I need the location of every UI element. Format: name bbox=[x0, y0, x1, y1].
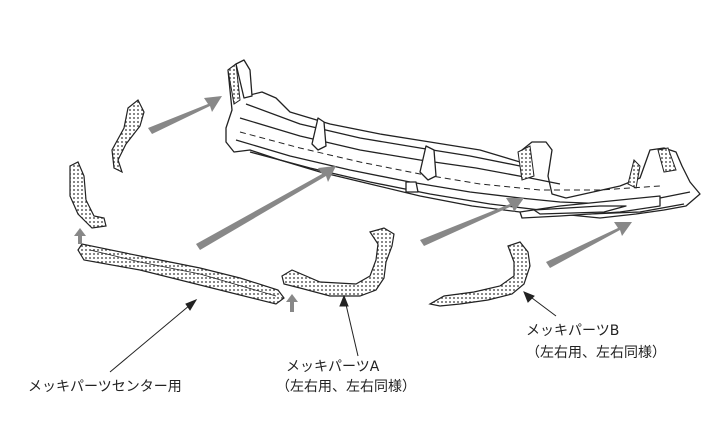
upper-left-chrome-piece bbox=[111, 99, 145, 174]
chrome-part-b bbox=[428, 241, 531, 307]
arrow-6 bbox=[286, 294, 298, 312]
label-chrome-part-a-note: （左右用、左右同様） bbox=[276, 379, 416, 395]
bumper-chrome-accents bbox=[227, 63, 677, 189]
label-center-chrome-part: メッキパーツセンター用 bbox=[28, 379, 182, 395]
arrow-1 bbox=[148, 96, 222, 134]
installation-arrows bbox=[74, 96, 632, 312]
chrome-part-a bbox=[281, 227, 395, 297]
arrow-4 bbox=[546, 222, 632, 268]
label-chrome-part-a: メッキパーツA bbox=[286, 359, 380, 375]
arrow-2 bbox=[196, 166, 336, 250]
center-chrome-strip bbox=[77, 243, 285, 305]
left-vertical-chrome-piece bbox=[69, 161, 107, 229]
leader-lines bbox=[109, 291, 557, 373]
front-bumper-body bbox=[225, 59, 701, 219]
label-chrome-part-b-note: （左右用、左右同様） bbox=[526, 345, 666, 361]
arrow-3 bbox=[420, 198, 524, 246]
label-chrome-part-b: メッキパーツB bbox=[526, 323, 620, 339]
arrow-5 bbox=[74, 228, 86, 244]
